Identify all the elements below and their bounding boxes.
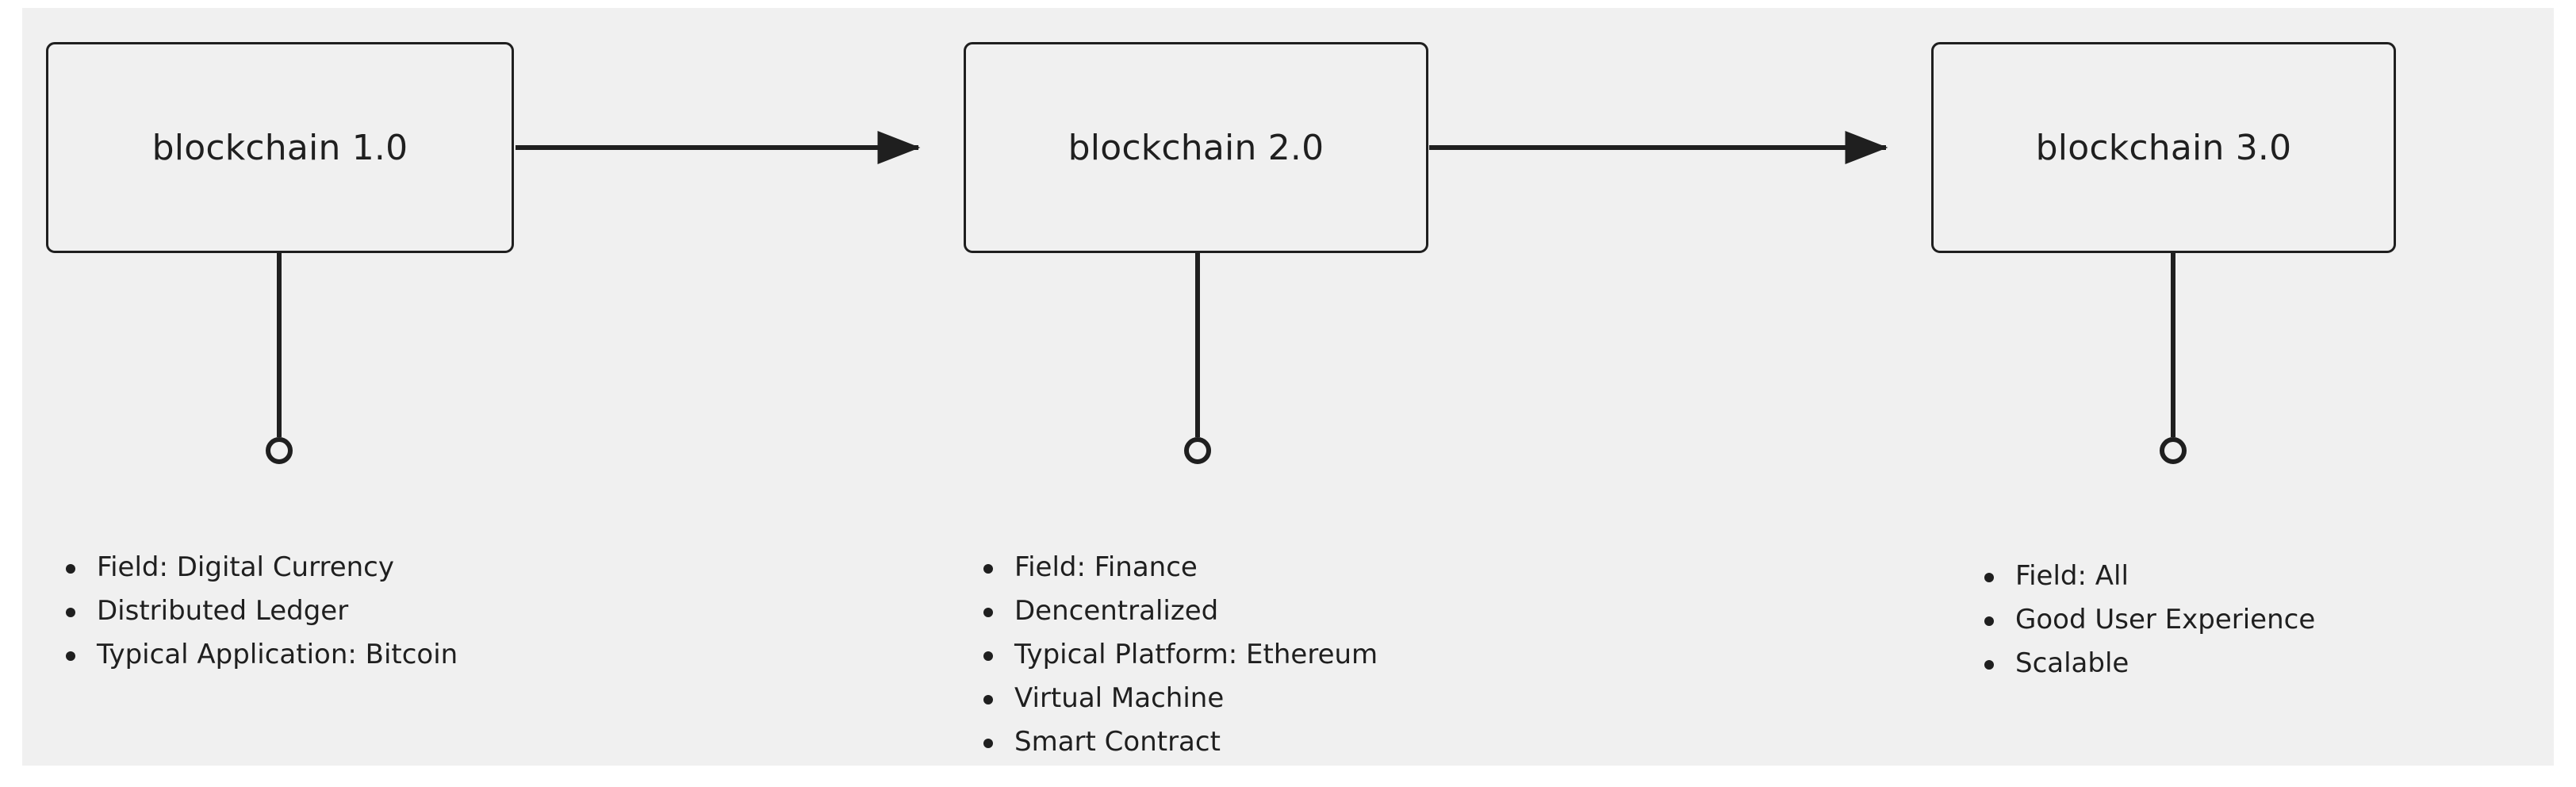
list-item: Smart Contract — [983, 720, 1378, 764]
list-item: Typical Platform: Ethereum — [983, 633, 1378, 677]
node-blockchain-1[interactable]: blockchain 1.0 — [46, 42, 514, 253]
detail-list-blockchain-1: Field: Digital Currency Distributed Ledg… — [66, 546, 458, 677]
node-blockchain-2[interactable]: blockchain 2.0 — [964, 42, 1428, 253]
node-label-blockchain-3: blockchain 3.0 — [2035, 127, 2292, 168]
list-item: Field: Digital Currency — [66, 546, 458, 589]
list-item: Typical Application: Bitcoin — [66, 633, 458, 677]
node-label-blockchain-1: blockchain 1.0 — [151, 127, 408, 168]
list-item: Virtual Machine — [983, 677, 1378, 720]
node-blockchain-3[interactable]: blockchain 3.0 — [1931, 42, 2396, 253]
list-item: Distributed Ledger — [66, 589, 458, 633]
list-item: Good User Experience — [1984, 598, 2315, 642]
list-item: Field: All — [1984, 555, 2315, 598]
node-label-blockchain-2: blockchain 2.0 — [1068, 127, 1324, 168]
list-item: Dencentralized — [983, 589, 1378, 633]
detail-list-blockchain-3: Field: All Good User Experience Scalable — [1984, 555, 2315, 685]
detail-list-blockchain-2: Field: Finance Dencentralized Typical Pl… — [983, 546, 1378, 764]
list-item: Scalable — [1984, 642, 2315, 685]
list-item: Field: Finance — [983, 546, 1378, 589]
